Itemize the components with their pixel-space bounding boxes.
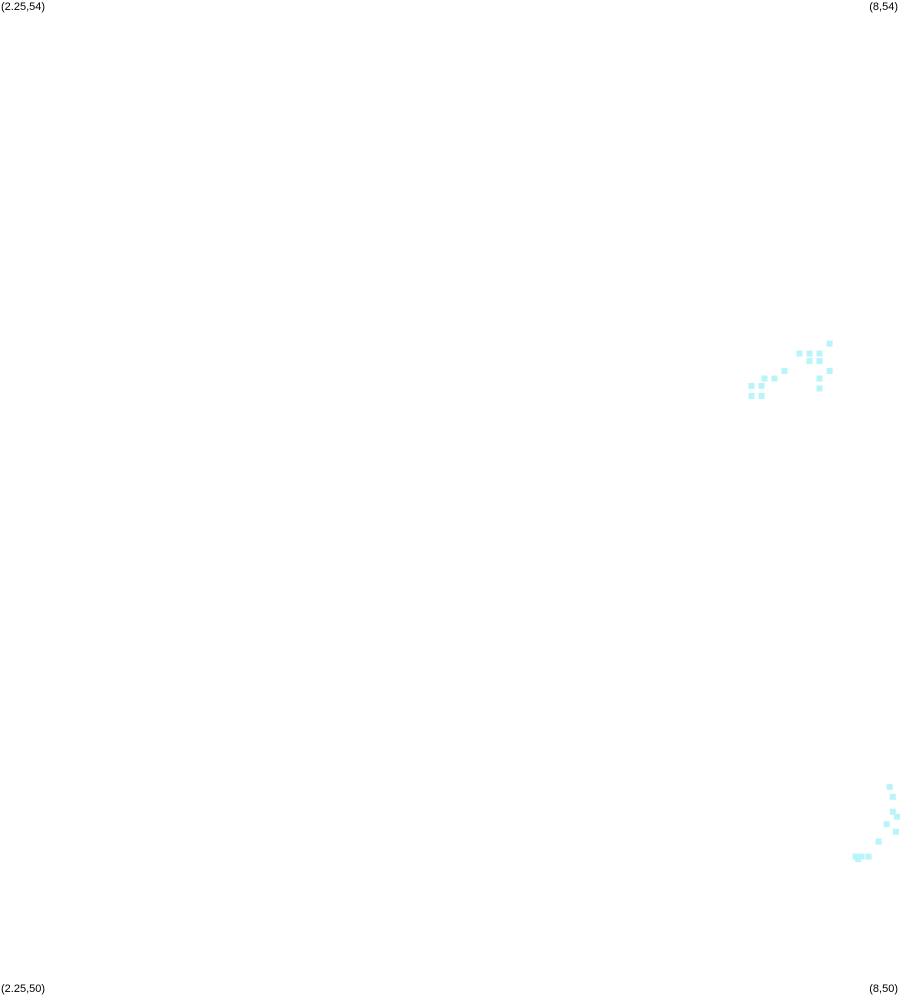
scatter-point-s1-8 (858, 853, 865, 860)
scatter-point-s1-4 (892, 828, 899, 835)
scatter-point-s0-13 (826, 368, 833, 374)
scatter-point-s0-2 (758, 392, 765, 399)
scatter-point-s0-9 (806, 358, 813, 365)
scatter-point-s1-0 (886, 783, 893, 790)
scatter-point-s1-2 (889, 808, 896, 815)
scatter-point-s0-8 (806, 350, 813, 357)
corner-label-bottom-right: (8,50) (869, 983, 898, 995)
scatter-point-s0-11 (816, 350, 823, 357)
scatter-point-s1-6 (875, 838, 882, 845)
scatter-point-s0-4 (761, 375, 768, 382)
scatter-point-s0-5 (771, 375, 778, 382)
corner-label-bottom-left: (2.25,50) (1, 983, 46, 995)
corner-label-top-right: (8,54) (869, 1, 898, 13)
scatter-point-s0-10 (816, 358, 823, 365)
scatter-point-s0-15 (816, 375, 823, 382)
corner-label-top-left: (2.25,54) (1, 1, 46, 13)
scatter-point-s1-7 (865, 853, 872, 860)
scatter-point-s1-3 (894, 813, 900, 820)
scatter-point-s0-12 (826, 340, 833, 347)
scatter-point-s1-1 (889, 793, 896, 800)
scatter-markers (748, 340, 900, 863)
scatter-point-s0-3 (758, 382, 765, 389)
scatter-point-s0-14 (816, 385, 823, 392)
scatter-point-s1-5 (883, 821, 890, 828)
scatter-point-s0-0 (748, 382, 755, 389)
scatter-point-s0-6 (781, 368, 788, 374)
scatter-point-s0-1 (748, 392, 755, 399)
scatter-point-s1-10 (852, 853, 859, 860)
scatter-point-s0-7 (796, 350, 803, 357)
